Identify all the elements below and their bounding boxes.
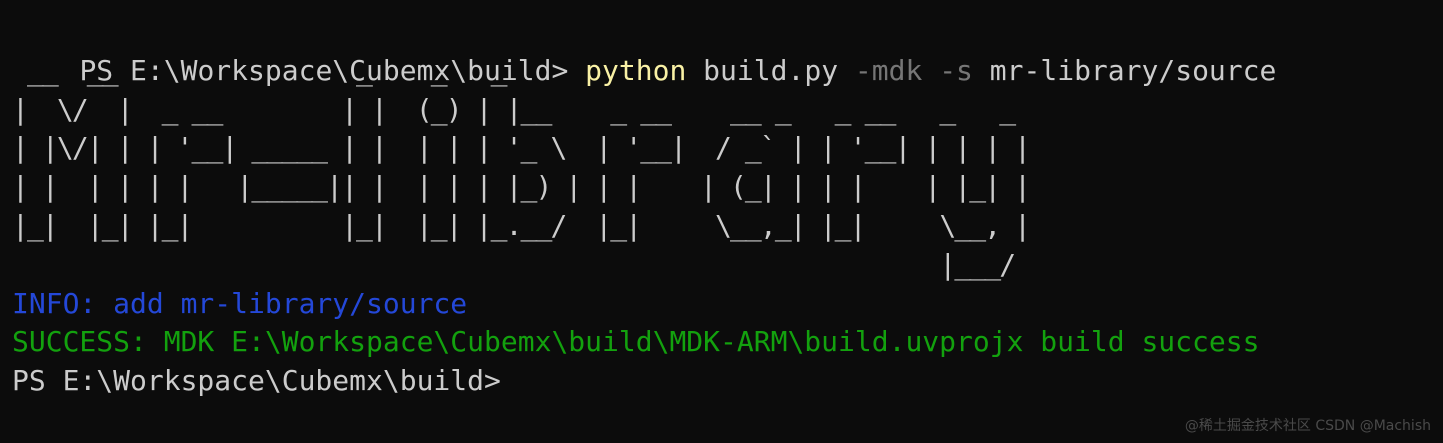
final-prompt: PS E:\Workspace\Cubemx\build> [12,364,501,398]
ascii-banner-line: | |\/| | | '__| _____ | | | | | '_ \ | '… [12,131,1031,165]
command-line: PS E:\Workspace\Cubemx\build> python bui… [12,13,1443,87]
prompt-text: PS E:\Workspace\Cubemx\build> [79,53,586,87]
command-argument: build.py [686,53,855,87]
ascii-banner-line: | | | | | | |_____|| | | | | |_) | | | |… [12,170,1031,204]
ascii-banner: __ __ _ _ _ | \/ | _ __ | | (_) | |__ _ … [12,52,1443,285]
watermark-text: @稀土掘金技术社区 CSDN @Machish [1184,418,1431,434]
command-name: python [585,53,687,87]
success-message: SUCCESS: MDK E:\Workspace\Cubemx\build\M… [12,325,1260,359]
command-flag-mdk: -mdk [854,53,923,87]
command-source-path: mr-library/source [972,53,1277,87]
ascii-banner-line: |_| |_| |_| |_| |_| |_.__/ |_| \__,_| |_… [12,208,1031,242]
ascii-banner-line: | \/ | _ __ | | (_) | |__ _ __ __ _ _ __… [12,92,1030,126]
ascii-banner-line: __ __ _ _ _ [12,53,895,87]
terminal-output[interactable]: PS E:\Workspace\Cubemx\build> python bui… [12,13,1443,401]
command-flag-s: -s [939,53,973,87]
info-message: INFO: add mr-library/source [12,286,468,320]
ascii-banner-line: |___/ [12,247,1030,281]
command-space [922,54,939,87]
